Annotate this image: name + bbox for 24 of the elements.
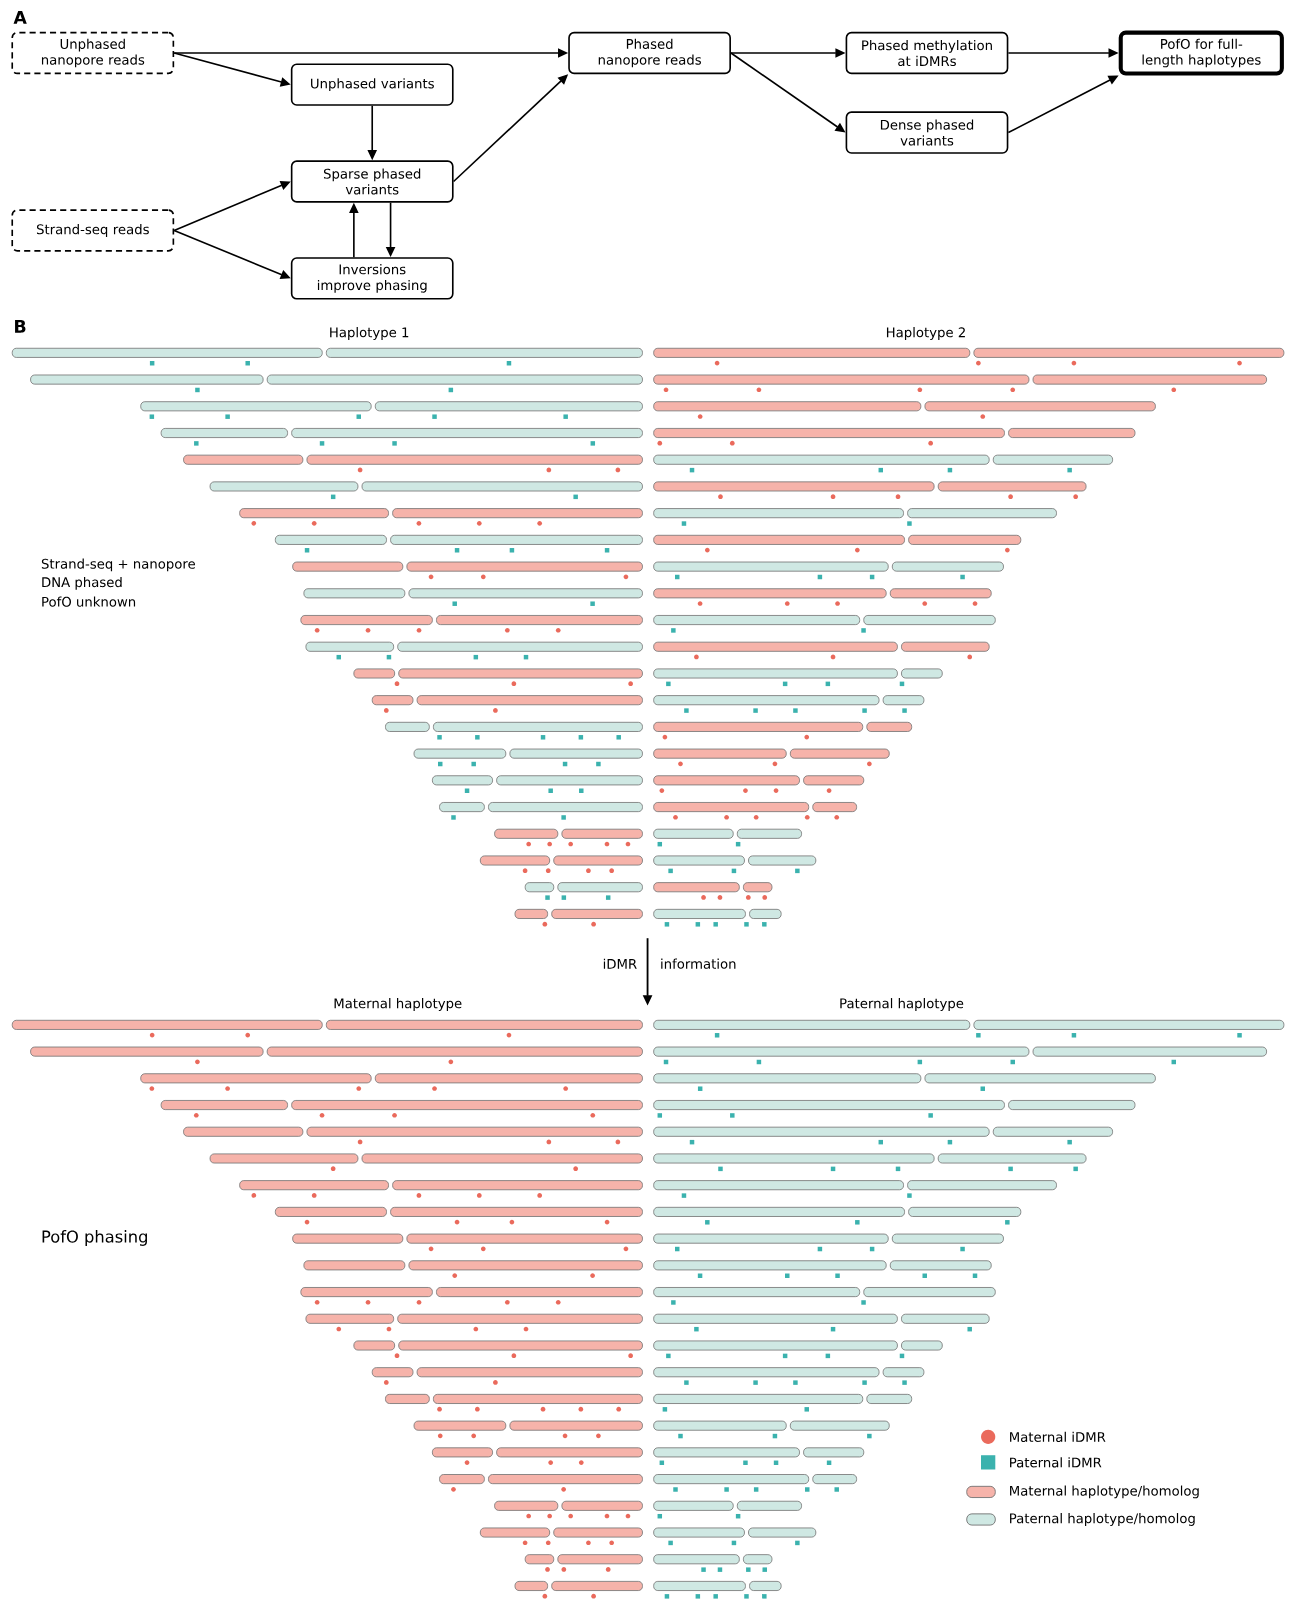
- process-box: Sparse phased variants: [290, 160, 454, 203]
- input-box: Strand-seq reads: [11, 209, 175, 252]
- process-box: Phased methylation at iDMRs: [845, 31, 1009, 75]
- label: PofO phasing: [42, 1230, 147, 1246]
- process-box: Inversions improve phasing: [290, 257, 454, 300]
- legend-label: Maternal haplotype/homolog: [1010, 1485, 1199, 1499]
- label: B: [15, 320, 26, 333]
- legend-label: Maternal iDMR: [1010, 1431, 1106, 1442]
- legend-label: Paternal iDMR: [1010, 1457, 1102, 1468]
- label: Haplotype 2: [886, 327, 965, 340]
- input-box: Unphased nanopore reads: [11, 31, 175, 75]
- legend-label: Paternal haplotype/homolog: [1010, 1513, 1195, 1526]
- output-box: PofO for full-length haplotypes: [1118, 30, 1284, 76]
- label: Maternal haplotype: [334, 998, 462, 1011]
- label: Strand-seq + nanopore: [41, 558, 195, 572]
- label: iDMR: [603, 958, 637, 969]
- process-box: Unphased variants: [290, 63, 454, 106]
- label: PofO unknown: [42, 596, 136, 607]
- label: DNA phased: [42, 576, 122, 590]
- process-box: Dense phased variants: [845, 111, 1009, 154]
- process-box: Phased nanopore reads: [568, 31, 731, 75]
- label: Haplotype 1: [330, 327, 409, 340]
- label: Paternal haplotype: [840, 998, 964, 1011]
- label: information: [661, 958, 736, 969]
